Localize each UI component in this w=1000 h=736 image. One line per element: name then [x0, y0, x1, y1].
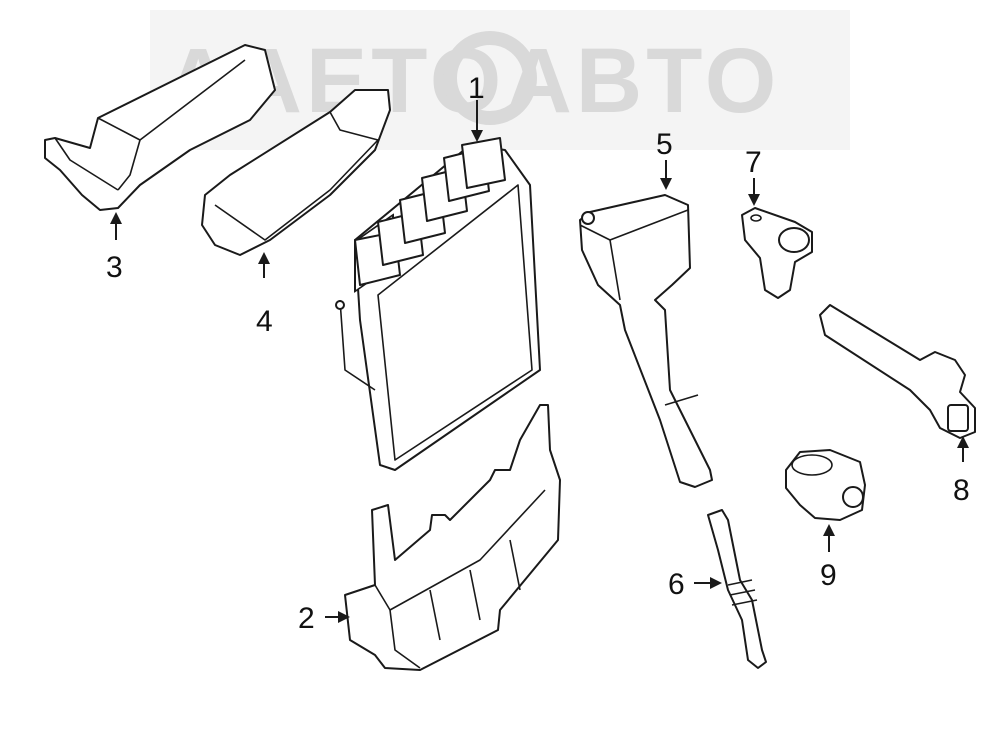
- callout-9: 9: [820, 559, 837, 592]
- part-2-bracket: [344, 404, 561, 671]
- callout-3: 3: [106, 251, 123, 284]
- part-4-cover: [201, 89, 391, 256]
- callout-2: 2: [298, 602, 315, 635]
- gear-icon: [443, 31, 537, 125]
- callout-5: 5: [656, 128, 673, 161]
- callout-labels: 1 2 3 4 5 6 7 8 9: [106, 72, 970, 635]
- part-8-sensor: [819, 304, 976, 439]
- callout-7: 7: [745, 146, 762, 179]
- callout-1: 1: [468, 72, 485, 105]
- callout-6: 6: [668, 568, 685, 601]
- part-1-ecu: [335, 137, 541, 471]
- part-7-sensor: [741, 207, 813, 299]
- callout-8: 8: [953, 474, 970, 507]
- part-3-cover: [44, 44, 276, 211]
- callout-4: 4: [256, 305, 273, 338]
- watermark-logo: AAETOABTO: [150, 10, 850, 150]
- part-6-spark-plug: [707, 509, 767, 669]
- part-5-ignition-coil: [579, 194, 713, 488]
- part-9-grommet: [785, 449, 866, 521]
- leader-lines: [110, 100, 969, 623]
